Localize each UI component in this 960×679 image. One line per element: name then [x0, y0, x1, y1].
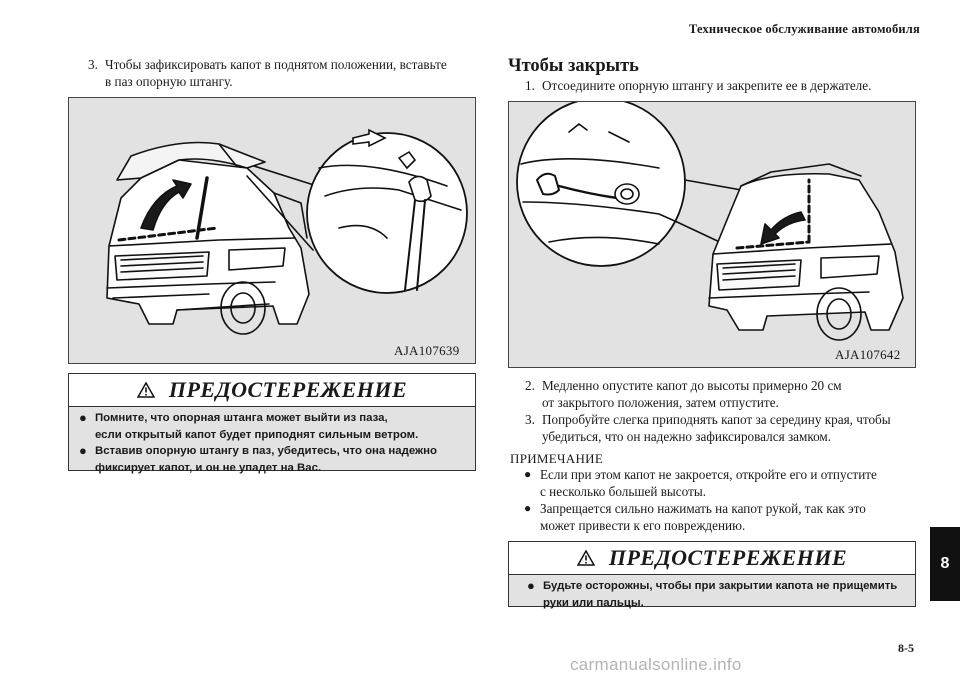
- note-item-line1: Если при этом капот не закроется, открой…: [540, 467, 877, 482]
- note-heading: ПРИМЕЧАНИЕ: [510, 451, 604, 466]
- step-text-line2: убедиться, что он надежно зафиксировался…: [542, 429, 832, 444]
- bullet-icon: ●: [527, 578, 535, 593]
- step-text-line2: в паз опорную штангу.: [105, 74, 233, 89]
- warning-item-line2: руки или пальцы.: [543, 596, 644, 609]
- step-text-line2: от закрытого положения, затем отпустите.: [542, 395, 779, 410]
- section-heading: Чтобы закрыть: [508, 56, 639, 76]
- warning-title-bar: ПРЕДОСТЕРЕЖЕНИЕ: [69, 374, 475, 407]
- bullet-icon: ●: [524, 501, 532, 515]
- figure-open-hood: [68, 97, 476, 364]
- step-number: 3.: [88, 57, 98, 72]
- page-header-title: Техническое обслуживание автомобиля: [688, 22, 920, 36]
- steps-2-3-right: 2. Медленно опустите капот до высоты прим…: [525, 377, 925, 445]
- detail-zoom-circle: [516, 102, 686, 267]
- warning-triangle-icon: [576, 550, 595, 566]
- warning-title-bar: ПРЕДОСТЕРЕЖЕНИЕ: [509, 542, 915, 575]
- page-number: 8-5: [898, 641, 914, 655]
- step-1-right: 1. Отсоедините опорную штангу и закрепите…: [525, 77, 925, 94]
- note-item-line2: может привести к его повреждению.: [540, 518, 746, 533]
- warning-item-line2: фиксирует капот, и он не упадет на Вас.: [95, 461, 322, 474]
- warning-title: ПРЕДОСТЕРЕЖЕНИЕ: [168, 377, 408, 402]
- bullet-icon: ●: [79, 443, 87, 458]
- watermark: carmanualsonline.info: [570, 655, 742, 674]
- warning-item-line1: Будьте осторожны, чтобы при закрытии кап…: [543, 580, 898, 592]
- warning-title: ПРЕДОСТЕРЕЖЕНИЕ: [608, 545, 848, 570]
- warning-item-line1: Вставив опорную штангу в паз, убедитесь,…: [95, 445, 437, 457]
- note-item-line1: Запрещается сильно нажимать на капот рук…: [540, 501, 866, 516]
- note-item-line2: с несколько большей высоты.: [540, 484, 706, 499]
- warning-box-right: ПРЕДОСТЕРЕЖЕНИЕ ● Будьте осторожны, чтоб…: [508, 541, 916, 609]
- warning-box-left: ПРЕДОСТЕРЕЖЕНИЕ ● Помните, что опорная ш…: [68, 373, 476, 474]
- warning-item-line2: если открытый капот будет приподнят силь…: [95, 428, 419, 441]
- step-3-left: 3. Чтобы зафиксировать капот в поднятом п…: [88, 56, 488, 90]
- figure-caption-right: AJA107642: [835, 347, 901, 362]
- step-number: 1.: [525, 78, 535, 93]
- note-item: ● Запрещается сильно нажимать на капот р…: [524, 500, 924, 534]
- step-text-line1: Попробуйте слегка приподнять капот за се…: [542, 412, 891, 427]
- warning-triangle-icon: [136, 382, 155, 398]
- warning-item-line1: Помните, что опорная штанга может выйти …: [95, 412, 388, 424]
- step-number: 3.: [525, 412, 535, 427]
- hood-close-illustration: [516, 102, 904, 341]
- warning-item: ● Вставив опорную штангу в паз, убедитес…: [79, 443, 467, 476]
- bullet-icon: ●: [79, 410, 87, 425]
- figure-caption-left: AJA107639: [394, 343, 460, 358]
- detail-zoom-circle: [306, 128, 468, 294]
- figure-close-hood: [508, 101, 916, 368]
- bullet-icon: ●: [524, 467, 532, 481]
- note-list: ● Если при этом капот не закроется, откр…: [524, 466, 924, 534]
- hood-open-illustration: [106, 128, 468, 335]
- note-item: ● Если при этом капот не закроется, откр…: [524, 466, 924, 500]
- step-text-line1: Медленно опустите капот до высоты пример…: [542, 378, 842, 393]
- section-tab: 8: [930, 527, 960, 601]
- step-text: Отсоедините опорную штангу и закрепите е…: [542, 78, 872, 93]
- step-number: 2.: [525, 378, 535, 393]
- warning-item: ● Будьте осторожны, чтобы при закрытии к…: [527, 578, 907, 611]
- warning-item: ● Помните, что опорная штанга может выйт…: [79, 410, 467, 443]
- step-text-line1: Чтобы зафиксировать капот в поднятом пол…: [105, 57, 447, 72]
